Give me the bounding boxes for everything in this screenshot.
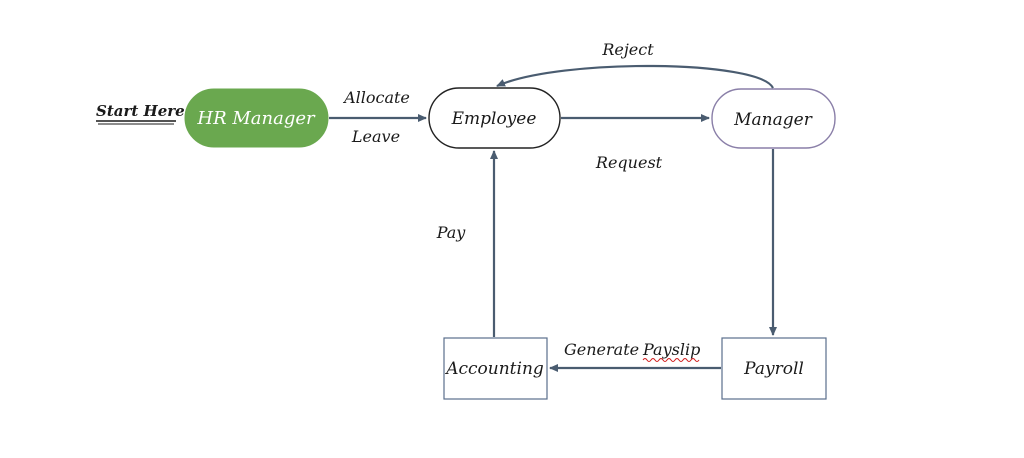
edge-generate-label: Generate — [564, 340, 639, 359]
edge-allocate-leave: Allocate Leave — [329, 88, 427, 146]
node-accounting[interactable]: Accounting — [443, 337, 548, 400]
edge-payslip-label: Payslip — [642, 340, 700, 359]
manager-label: Manager — [733, 110, 813, 130]
node-employee[interactable]: Employee — [428, 87, 561, 149]
hr-manager-label: HR Manager — [196, 108, 316, 129]
edge-reject-curve — [496, 64, 774, 89]
accounting-shape — [443, 337, 548, 400]
payroll-label: Payroll — [743, 359, 804, 379]
start-here-text: Start Here — [96, 102, 185, 120]
edge-generate-payslip: Generate Payslip — [549, 340, 721, 372]
employee-shape — [428, 87, 561, 149]
edge-allocate-label: Allocate — [342, 88, 410, 107]
accounting-label: Accounting — [444, 359, 544, 379]
payroll-shape — [721, 337, 827, 400]
edge-reject: Reject — [496, 40, 774, 89]
edge-reject-label: Reject — [601, 40, 654, 59]
edge-pay-label: Pay — [436, 223, 467, 242]
node-payroll[interactable]: Payroll — [721, 337, 827, 400]
edge-request: Request — [561, 114, 710, 172]
start-here-label: Start Here — [96, 102, 185, 125]
edge-pay: Pay — [436, 150, 498, 337]
hr-manager-shape — [184, 88, 329, 148]
employee-label: Employee — [451, 109, 537, 129]
spellcheck-underline — [642, 358, 700, 362]
edge-request-label: Request — [595, 153, 663, 172]
manager-shape — [711, 88, 836, 149]
node-hr-manager[interactable]: HR Manager — [184, 88, 329, 148]
node-manager[interactable]: Manager — [711, 88, 836, 149]
edge-leave-label: Leave — [351, 127, 400, 146]
